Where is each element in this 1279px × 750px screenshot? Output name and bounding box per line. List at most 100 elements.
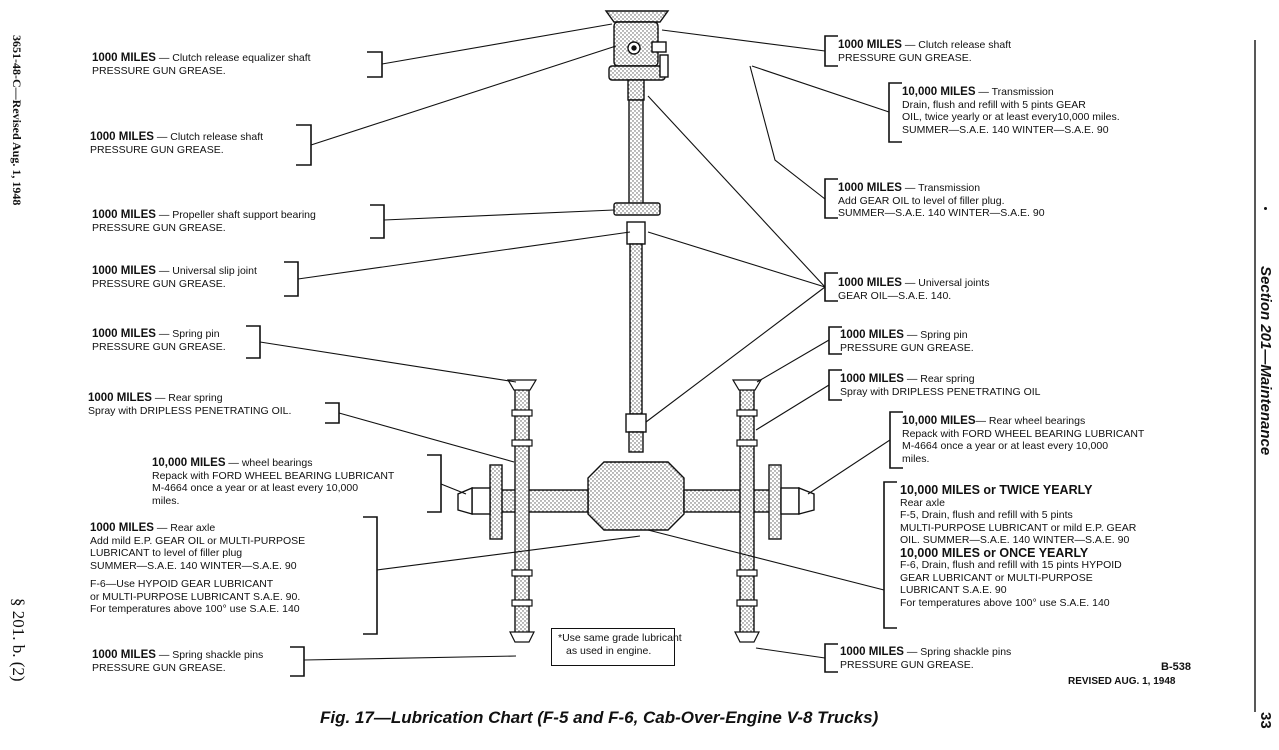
instruction-line: miles. <box>902 452 930 465</box>
instruction-line: For temperatures above 100° use S.A.E. 1… <box>90 603 300 615</box>
label-wheel-bearings-right: 10,000 MILES— Rear wheel bearings Repack… <box>902 415 1144 465</box>
label-rear-spring-left: 1000 MILES — Rear spring Spray with DRIP… <box>88 392 291 417</box>
propeller-shaft-lower <box>629 243 643 415</box>
component: — Rear wheel bearings <box>975 415 1086 427</box>
margin-dot <box>1264 207 1267 210</box>
miles-interval: 10,000 MILES <box>902 415 976 427</box>
instruction-line: miles. <box>152 494 180 507</box>
revised-date: REVISED AUG. 1, 1948 <box>1068 676 1176 687</box>
miles-interval: 1000 MILES <box>838 39 902 51</box>
miles-interval: 1000 MILES <box>88 392 152 404</box>
spring-left <box>514 385 530 635</box>
note-line: *Use same grade lubricant <box>558 632 682 644</box>
instruction-line: F-5, Drain, flush and refill with 5 pint… <box>900 509 1073 521</box>
support-bearing <box>613 202 661 216</box>
component: — Propeller shaft support bearing <box>155 209 316 221</box>
lubricant: Spray with DRIPLESS PENETRATING OIL. <box>88 404 292 417</box>
interval-heading: 10,000 MILES or TWICE YEARLY <box>900 483 1093 497</box>
miles-interval: 1000 MILES <box>840 329 904 341</box>
component: — Rear spring <box>903 373 975 385</box>
instruction-line: Repack with FORD WHEEL BEARING LUBRICANT <box>902 427 1145 440</box>
instruction-line: F-6—Use HYPOID GEAR LUBRICANT <box>90 578 274 590</box>
section-ref: § 201. b. (2) <box>9 598 28 682</box>
label-clutch-equalizer: 1000 MILES — Clutch release equalizer sh… <box>92 52 311 77</box>
miles-interval: 1000 MILES <box>90 131 154 143</box>
label-rear-spring-right: 1000 MILES — Rear spring Spray with DRIP… <box>840 373 1041 398</box>
miles-interval: 1000 MILES <box>838 182 902 194</box>
differential <box>587 461 685 531</box>
section-title: Section 201—Maintenance <box>1257 266 1274 456</box>
brake-drum-left <box>489 464 503 540</box>
miles-interval: 1000 MILES <box>90 522 154 534</box>
instruction-line: Add mild E.P. GEAR OIL or MULTI-PURPOSE <box>90 534 306 547</box>
instruction-line: SUMMER—S.A.E. 140 WINTER—S.A.E. 90 <box>902 123 1109 136</box>
axle-housing-left <box>487 489 589 513</box>
lubricant: Spray with DRIPLESS PENETRATING OIL <box>840 385 1041 398</box>
label-rear-axle-left: 1000 MILES — Rear axle Add mild E.P. GEA… <box>90 522 305 616</box>
label-clutch-release-right: 1000 MILES — Clutch release shaft PRESSU… <box>838 39 1011 64</box>
lubricant: PRESSURE GUN GREASE. <box>90 143 224 156</box>
instruction-line: M-4664 once a year or at least every 10,… <box>902 440 1109 452</box>
label-shackle-right: 1000 MILES — Spring shackle pins PRESSUR… <box>840 646 1011 671</box>
component: — Clutch release shaft <box>901 39 1012 51</box>
page-number: 33 <box>1257 712 1274 729</box>
instruction-line: Rear axle <box>900 496 945 509</box>
miles-interval: 1000 MILES <box>92 209 156 221</box>
component: — Spring shackle pins <box>155 649 264 661</box>
component: — Spring pin <box>155 328 220 340</box>
brake-drum-right <box>768 464 782 540</box>
label-propeller-bearing: 1000 MILES — Propeller shaft support bea… <box>92 209 316 234</box>
label-wheel-bearings-left: 10,000 MILES — wheel bearings Repack wit… <box>152 457 394 507</box>
lubricant: PRESSURE GUN GREASE. <box>92 64 226 77</box>
lubricant: PRESSURE GUN GREASE. <box>92 661 226 674</box>
miles-interval: 10,000 MILES <box>152 457 226 469</box>
label-universal-joints: 1000 MILES — Universal joints GEAR OIL—S… <box>838 277 989 302</box>
component: — Universal slip joint <box>155 265 257 277</box>
label-shackle-left: 1000 MILES — Spring shackle pins PRESSUR… <box>92 649 263 674</box>
note-line: as used in engine. <box>566 645 652 657</box>
plate-number: B-538 <box>1161 661 1191 673</box>
label-spring-pin-left: 1000 MILES — Spring pin PRESSURE GUN GRE… <box>92 328 226 353</box>
component: — Rear spring <box>151 392 223 404</box>
lubricant: PRESSURE GUN GREASE. <box>840 341 974 354</box>
component: — Clutch release equalizer shaft <box>155 52 311 64</box>
component: — Rear axle <box>153 522 216 534</box>
miles-interval: 1000 MILES <box>92 265 156 277</box>
instruction-line: OIL. SUMMER—S.A.E. 140 WINTER—S.A.E. 90 <box>900 534 1130 546</box>
component: — Transmission <box>901 182 981 194</box>
doc-id: 3651-48-C—Revised Aug. 1, 1948 <box>10 35 24 206</box>
label-brackets <box>246 35 903 677</box>
interval-heading: 10,000 MILES or ONCE YEARLY <box>900 545 1089 560</box>
transmission-filler-cup <box>604 10 670 23</box>
miles-interval: 1000 MILES <box>92 52 156 64</box>
miles-interval: 1000 MILES <box>92 649 156 661</box>
component: — Transmission <box>975 86 1054 98</box>
miles-interval: 10,000 MILES <box>902 86 976 98</box>
instruction-line: For temperatures above 100° use S.A.E. 1… <box>900 596 1110 609</box>
instruction-line: LUBRICANT to level of filler plug <box>90 547 243 559</box>
instruction-line: SUMMER—S.A.E. 140 WINTER—S.A.E. 90 <box>90 559 297 572</box>
component: — Spring pin <box>903 329 968 341</box>
lubricant: GEAR OIL—S.A.E. 140. <box>838 289 952 302</box>
instruction-line: Repack with FORD WHEEL BEARING LUBRICANT <box>152 469 395 482</box>
miles-interval: 1000 MILES <box>838 277 902 289</box>
component: — wheel bearings <box>225 457 313 469</box>
instruction-line: SUMMER—S.A.E. 140 WINTER—S.A.E. 90 <box>838 207 1045 219</box>
spring-right <box>739 385 755 635</box>
label-spring-pin-right: 1000 MILES — Spring pin PRESSURE GUN GRE… <box>840 329 974 354</box>
label-clutch-release-left: 1000 MILES — Clutch release shaft PRESSU… <box>90 131 263 156</box>
chassis <box>457 10 815 635</box>
leader-lines <box>259 23 891 661</box>
instruction-line: GEAR LUBRICANT or MULTI-PURPOSE <box>900 571 1093 584</box>
propeller-shaft-upper <box>628 99 644 205</box>
lubricant: PRESSURE GUN GREASE. <box>92 277 226 290</box>
miles-interval: 1000 MILES <box>840 646 904 658</box>
engine-lubricant-note: *Use same grade lubricant as used in eng… <box>551 628 682 666</box>
miles-interval: 1000 MILES <box>92 328 156 340</box>
instruction-line: Add GEAR OIL to level of filler plug. <box>838 194 1005 207</box>
lubricant: PRESSURE GUN GREASE. <box>92 340 226 353</box>
instruction-line: OIL, twice yearly or at least every10,00… <box>902 111 1120 123</box>
label-rear-axle-right: 10,000 MILES or TWICE YEARLY Rear axle F… <box>900 484 1136 609</box>
miles-interval: 1000 MILES <box>840 373 904 385</box>
